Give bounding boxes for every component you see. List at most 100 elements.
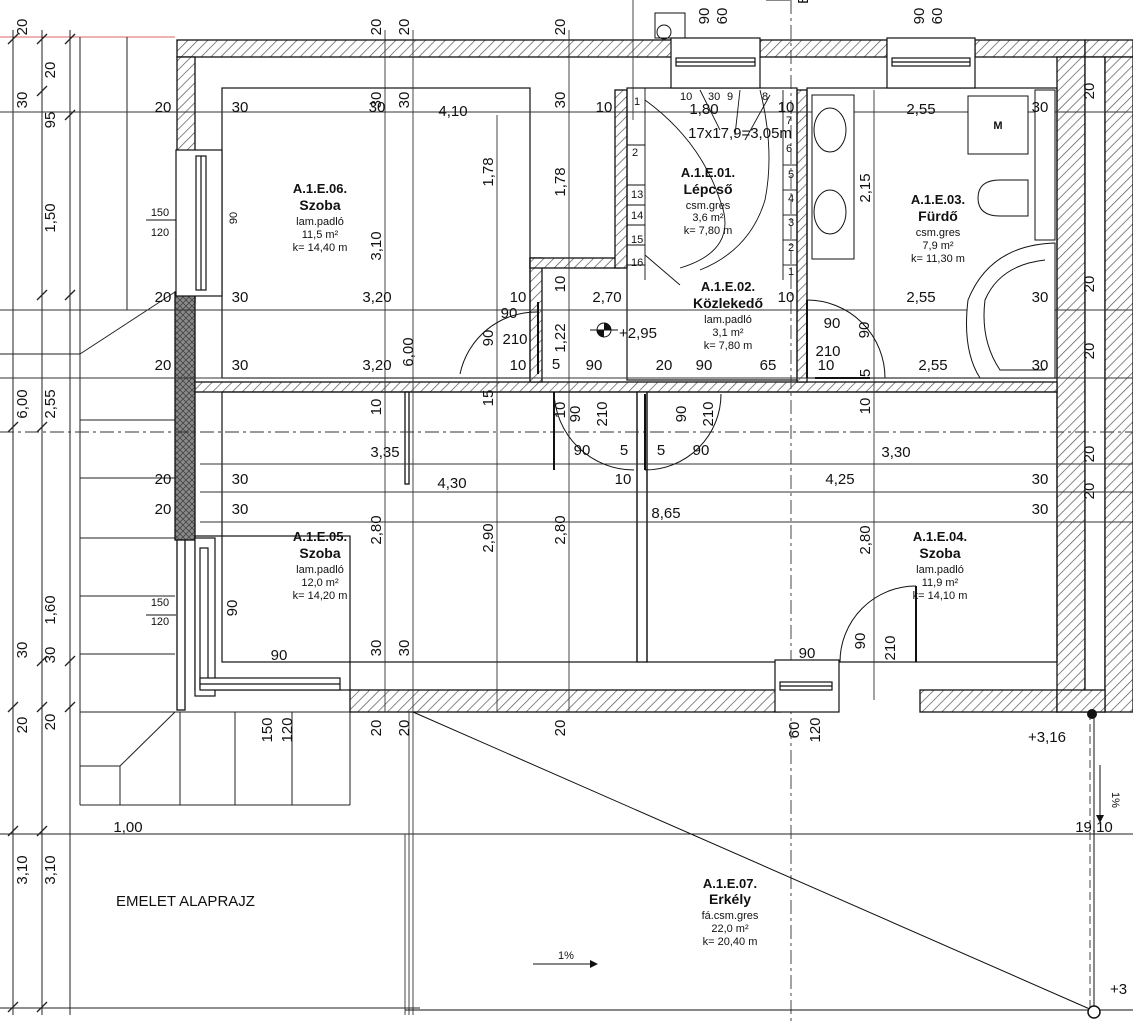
dimension-label: 90 — [693, 442, 710, 459]
svg-text:12,0 m²: 12,0 m² — [301, 577, 339, 589]
svg-text:Lépcső: Lépcső — [683, 181, 732, 197]
dimension-label: 10 — [615, 471, 632, 488]
dimension-label: 3,10 — [42, 855, 59, 884]
svg-text:k= 20,40 m: k= 20,40 m — [703, 936, 758, 948]
dimension-label: 10 — [818, 357, 835, 374]
svg-text:csm.gres: csm.gres — [916, 227, 961, 239]
dimension-label: 20 — [42, 62, 59, 79]
dimension-label: 6,00 — [400, 337, 417, 366]
svg-text:k= 7,80 m: k= 7,80 m — [684, 225, 733, 237]
dimension-label: 1,60 — [42, 595, 59, 624]
stair-step: 3 — [788, 217, 794, 229]
dimension-label: 30 — [232, 99, 249, 116]
dimension-label: 1,50 — [42, 203, 59, 232]
dimension-label: 30 — [1032, 289, 1049, 306]
stair-step: 16 — [631, 257, 643, 269]
room-label-E05: A.1.E.05. Szoba lam.padló 12,0 m² k= 14,… — [293, 529, 348, 602]
dimension-label: 20 — [155, 357, 172, 374]
stair-formula: 17x17,9=3,05m — [688, 125, 792, 142]
dimension-label: 30 — [232, 289, 249, 306]
svg-text:+3,16: +3,16 — [1028, 729, 1066, 746]
dimension-label: 19,10 — [1075, 819, 1113, 836]
dimension-label: 1,78 — [480, 157, 497, 186]
dimension-label: 1,00 — [113, 819, 142, 836]
dimension-label: 1,80 — [689, 101, 718, 118]
stair-top-dim: 10 — [680, 91, 692, 103]
stair-step: 14 — [631, 210, 643, 222]
dimension-label: 210 — [882, 635, 899, 660]
stair-top-dim: 30 — [708, 91, 720, 103]
dimension-label: 20 — [1081, 276, 1098, 293]
dimension-label: 20 — [14, 19, 31, 36]
dimension-label: 20 — [552, 19, 569, 36]
dimension-label: 10 — [857, 398, 874, 415]
dimension-label: 10 — [510, 289, 527, 306]
walls — [174, 39, 1133, 713]
dimension-label: 2,80 — [552, 515, 569, 544]
dimension-label: 90 — [852, 633, 869, 650]
svg-text:11,9 m²: 11,9 m² — [922, 577, 959, 589]
dimension-label: 3,30 — [881, 444, 910, 461]
stair-step: 2 — [632, 147, 638, 159]
dimension-label: 1,78 — [552, 167, 569, 196]
window-dim-label: 90 — [228, 212, 240, 224]
room-label-E06: A.1.E.06. Szoba lam.padló 11,5 m² k= 14,… — [293, 181, 348, 254]
svg-text:B: B — [795, 0, 812, 4]
dimension-label: 30 — [369, 99, 386, 116]
dimension-label: 60 — [786, 722, 803, 739]
stair-step: 6 — [786, 143, 792, 155]
dimension-label: 20 — [368, 19, 385, 36]
svg-text:k= 14,40 m: k= 14,40 m — [293, 242, 348, 254]
svg-text:Erkély: Erkély — [709, 891, 751, 907]
dimension-label: 20 — [552, 720, 569, 737]
stair-step: 1 — [788, 266, 794, 278]
dimension-label: 2,80 — [368, 515, 385, 544]
plan-title: EMELET ALAPRAJZ — [116, 893, 255, 910]
balcony-outline — [405, 711, 1133, 1015]
dimension-label: 2,55 — [906, 101, 935, 118]
stair-step: 15 — [631, 234, 643, 246]
dimension-label: 20 — [1081, 483, 1098, 500]
dimension-label: 150 — [259, 717, 276, 742]
dimension-label: 210 — [502, 331, 527, 348]
dimension-label: 90 — [799, 645, 816, 662]
staircase — [626, 88, 797, 286]
dimension-label: 120 — [279, 717, 296, 742]
dimension-label: 30 — [14, 642, 31, 659]
level-marker-corridor: +2,95 — [590, 322, 657, 342]
room-label-E02: A.1.E.02. Közlekedő lam.padló 3,1 m² k= … — [693, 279, 763, 352]
dimension-label: 210 — [700, 401, 717, 426]
dimension-label: 8,65 — [651, 505, 680, 522]
dimension-label: 20 — [396, 19, 413, 36]
stair-top-dim: 9 — [727, 91, 733, 103]
dimension-label: 20 — [155, 99, 172, 116]
dimension-label: 210 — [815, 343, 840, 360]
svg-text:+2,95: +2,95 — [619, 325, 657, 342]
room-label-E07: A.1.E.07. Erkély fá.csm.gres 22,0 m² k= … — [702, 876, 759, 948]
svg-text:A.1.E.01.: A.1.E.01. — [681, 165, 735, 180]
window-dim-label: 120 — [151, 227, 169, 239]
dimension-label: 20 — [14, 717, 31, 734]
level-marker-east: +3,16 — [1028, 709, 1097, 746]
room-label-E01: A.1.E.01. Lépcső csm.gres 3,6 m² k= 7,80… — [681, 165, 735, 237]
svg-text:+3: +3 — [1110, 981, 1127, 998]
stair-step: 2 — [788, 242, 794, 254]
vent-circle — [656, 24, 672, 40]
svg-text:22,0 m²: 22,0 m² — [711, 923, 749, 935]
dimension-label: 2,90 — [480, 523, 497, 552]
dimension-label: 90 — [824, 315, 841, 332]
svg-text:Szoba: Szoba — [919, 545, 960, 561]
dimension-label: 10 — [552, 402, 569, 419]
dimension-label: 90 — [224, 600, 241, 617]
svg-text:k= 14,20 m: k= 14,20 m — [293, 590, 348, 602]
slope-arrow-side: 1% — [1096, 765, 1121, 823]
stair-step: 4 — [788, 193, 794, 205]
svg-text:A.1.E.03.: A.1.E.03. — [911, 192, 965, 207]
windows — [175, 37, 976, 713]
svg-text:lam.padló: lam.padló — [916, 564, 964, 576]
svg-text:A.1.E.07.: A.1.E.07. — [703, 876, 757, 891]
dimension-label: 3,10 — [14, 855, 31, 884]
